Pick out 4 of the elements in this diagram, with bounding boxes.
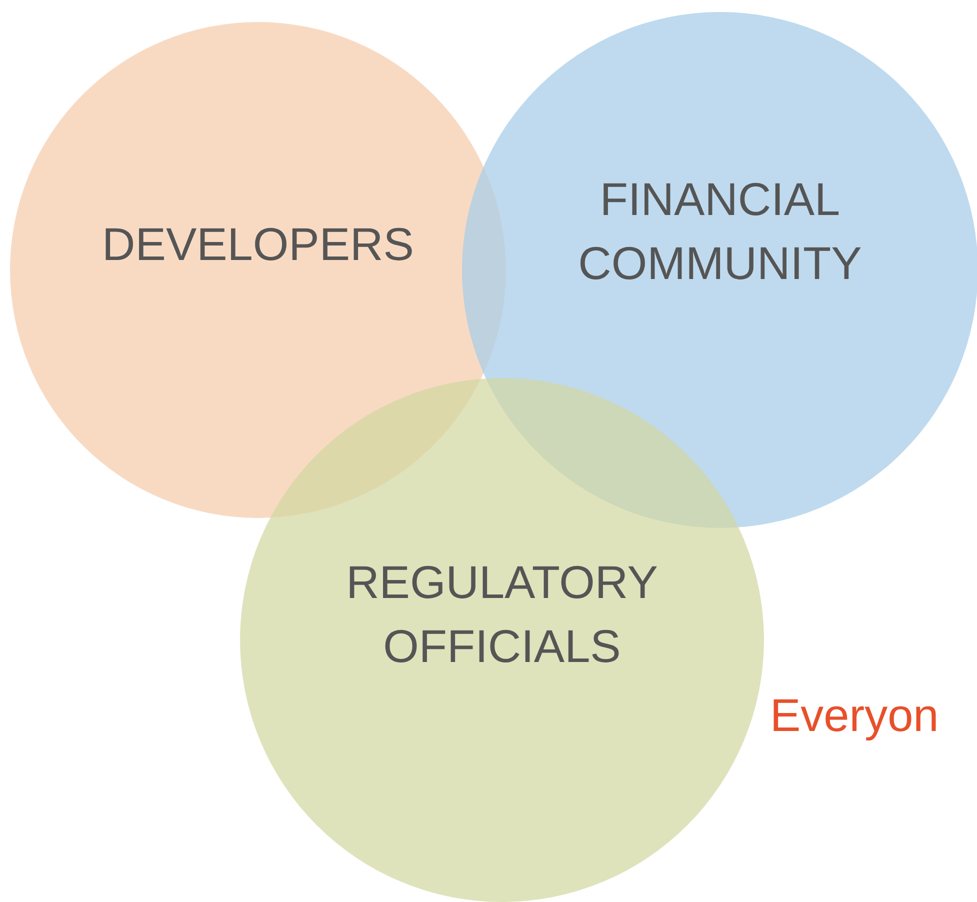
note-text: Everyon: [770, 688, 939, 742]
circle-label: DEVELOPERS: [101, 217, 415, 272]
circle-label: FINANCIAL COMMUNITY: [577, 172, 863, 292]
circle-label: REGULATORY OFFICIALS: [345, 555, 659, 674]
